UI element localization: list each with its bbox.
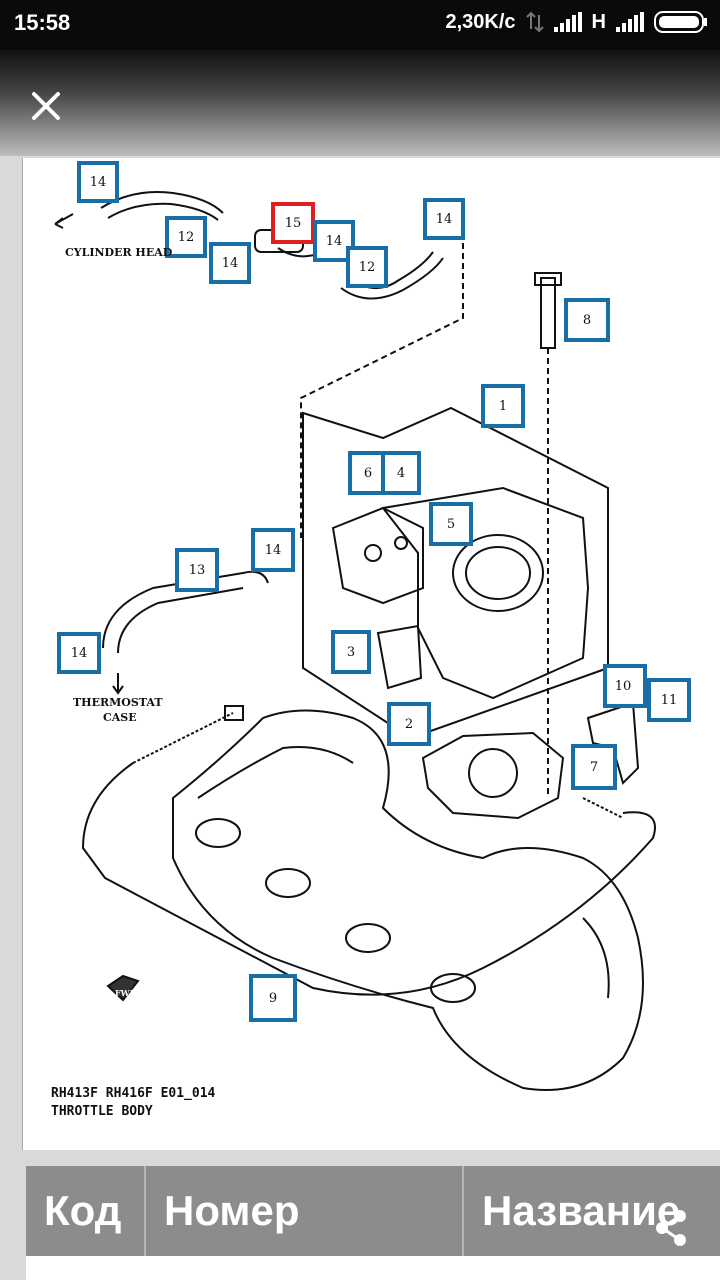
callout-14-f: [57, 632, 101, 674]
close-button[interactable]: [24, 84, 68, 128]
callout-8: [564, 298, 610, 342]
callout-14-e: [251, 528, 295, 572]
callout-text: 11: [661, 693, 678, 708]
signal-icon: [553, 12, 582, 32]
diagram-code: RH413F RH416F E01_014: [51, 1086, 216, 1101]
data-transfer-icon: [525, 11, 544, 33]
battery-icon: [654, 11, 707, 33]
column-name: Название: [482, 1187, 681, 1234]
diagram-svg: 14 12 14 15 14 12 14 8 1 6 4 5 14 13 14 …: [54, 161, 691, 1091]
callout-text: 14: [436, 212, 453, 227]
callout-7: [571, 744, 617, 790]
bolt-8: [540, 277, 556, 349]
callout-1: [481, 384, 525, 428]
fwd-arrow: [106, 974, 140, 1002]
callout-4: [381, 451, 421, 495]
callout-text: 6: [364, 466, 372, 481]
callout-12-a: [165, 216, 207, 258]
callout-3: [331, 630, 371, 674]
hose-right: [340, 257, 444, 300]
callout-text: 14: [265, 543, 282, 558]
case-label: CASE: [103, 711, 137, 724]
callout-text: 5: [447, 517, 455, 532]
callout-text: 14: [90, 175, 107, 190]
cylinder-head-label: CYLINDER HEAD: [65, 246, 173, 259]
callout-12-b: [346, 246, 388, 288]
callout-14-b: [209, 242, 251, 284]
callout-text: 10: [615, 679, 632, 694]
signal-icon-2: [616, 12, 644, 32]
status-icons: 2,30K/c H: [445, 10, 708, 34]
callout-text: 9: [269, 991, 277, 1006]
throttle-cable: [81, 762, 656, 996]
table-body: [26, 1256, 720, 1280]
throttle-body: [381, 486, 590, 700]
column-number: Номер: [146, 1166, 464, 1256]
callout-text: 1: [499, 399, 507, 414]
callout-text: 14: [222, 256, 239, 271]
callout-text: 7: [590, 760, 598, 775]
callout-text: 14: [326, 234, 343, 249]
iac-valve: [331, 506, 424, 605]
column-code: Код: [26, 1166, 146, 1256]
thermostat-label: THERMOSTAT: [73, 696, 163, 709]
callout-14-a: [77, 161, 119, 203]
throttle-body-diagram: 14 12 14 15 14 12 14 8 1 6 4 5 14 13 14 …: [23, 158, 720, 1150]
network-speed: 2,30K/c: [445, 10, 516, 33]
callout-5: [429, 502, 473, 546]
hose-left: [100, 191, 224, 214]
parts-table-header: Код Номер Название: [26, 1166, 720, 1256]
callout-text: 3: [347, 645, 355, 660]
callout-text: 8: [583, 313, 591, 328]
callout-13: [175, 548, 219, 592]
callout-text: 2: [405, 717, 413, 732]
callout-text: 12: [178, 230, 195, 245]
callout-14-d: [423, 198, 465, 240]
close-icon: [32, 92, 60, 120]
callout-text: 4: [397, 466, 405, 481]
callout-text: 14: [71, 646, 88, 661]
hose-13: [102, 570, 269, 649]
assembly-outline: [302, 406, 609, 740]
tps-sensor: [376, 624, 423, 690]
image-viewer-page: 14 12 14 15 14 12 14 8 1 6 4 5 14 13 14 …: [22, 158, 720, 1150]
callout-2: [387, 702, 431, 746]
callout-text: 12: [359, 260, 376, 275]
diagram-title: THROTTLE BODY: [51, 1104, 153, 1119]
status-time: 15:58: [14, 10, 71, 35]
callout-text: 13: [189, 563, 206, 578]
share-icon: [656, 1210, 686, 1246]
callout-9: [249, 974, 297, 1022]
share-button[interactable]: [650, 1206, 694, 1250]
status-bar: 15:58 2,30K/c H: [0, 0, 720, 50]
viewer-toolbar: [0, 50, 720, 156]
network-type: H: [591, 10, 606, 33]
callout-text: 15: [285, 216, 302, 231]
callout-6: [348, 451, 388, 495]
fwd-label: FWD: [115, 988, 137, 998]
gasket: [421, 731, 565, 820]
intake-manifold: [172, 709, 644, 1091]
callout-10: [603, 664, 647, 708]
callout-11: [647, 678, 691, 722]
